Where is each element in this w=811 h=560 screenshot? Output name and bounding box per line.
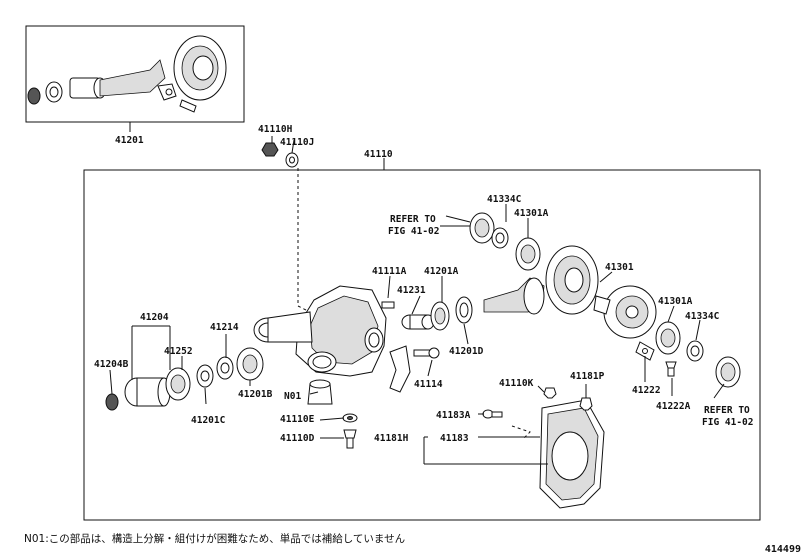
assembly-frame	[83, 169, 761, 521]
refer-bot-line2: FIG 41-02	[702, 417, 753, 428]
figure-id: 414499	[764, 544, 801, 555]
label-41231: 41231	[397, 285, 426, 296]
label-41204B: 41204B	[94, 359, 129, 370]
label-41110J: 41110J	[280, 137, 314, 148]
label-41334C-bot: 41334C	[685, 311, 720, 322]
label-41301A-top: 41301A	[514, 208, 549, 219]
label-41201-top: 41201	[115, 135, 144, 146]
label-41183: 41183	[440, 433, 469, 444]
label-41110E: 41110E	[280, 414, 315, 425]
label-41201B: 41201B	[238, 389, 273, 400]
carrier-bottom-parts	[307, 379, 358, 449]
refer-top-line1: REFER TO	[390, 214, 436, 225]
label-41334C-top: 41334C	[487, 194, 522, 205]
label-41201C: 41201C	[191, 415, 226, 426]
label-41183A: 41183A	[436, 410, 471, 421]
label-41110D: 41110D	[280, 433, 315, 444]
upper-bearing-set	[469, 212, 541, 271]
label-41110K: 41110K	[499, 378, 534, 389]
label-41181P: 41181P	[570, 371, 605, 382]
differential-case	[545, 245, 657, 339]
label-41111A: 41111A	[372, 266, 407, 277]
ring-pinion-inset	[25, 25, 245, 132]
label-41204: 41204	[140, 312, 169, 323]
label-41114: 41114	[414, 379, 443, 390]
label-N01: N01	[284, 391, 301, 402]
label-41181H: 41181H	[374, 433, 409, 444]
companion-flange-group	[105, 347, 264, 411]
label-41201A: 41201A	[424, 266, 459, 277]
rear-cover-group	[482, 387, 605, 509]
refer-bot-line1: REFER TO	[704, 405, 750, 416]
leader-lines	[109, 158, 725, 465]
refer-top-line2: FIG 41-02	[388, 226, 439, 237]
label-41301A-bot: 41301A	[658, 296, 693, 307]
pinion-bearing-train	[381, 277, 545, 331]
lower-bearing-set	[635, 321, 741, 388]
side-bracket	[389, 345, 440, 393]
label-41110H: 41110H	[258, 124, 293, 135]
label-41214: 41214	[210, 322, 239, 333]
footnote: N01:この部品は、構造上分解・組付けが困難なため、単品では補給していません	[24, 533, 406, 545]
label-41201D: 41201D	[449, 346, 484, 357]
label-41301: 41301	[605, 262, 634, 273]
carrier-housing	[253, 285, 387, 377]
label-41252: 41252	[164, 346, 193, 357]
breather-parts	[261, 136, 311, 313]
label-41222A: 41222A	[656, 401, 691, 412]
label-41222: 41222	[632, 385, 661, 396]
label-41110: 41110	[364, 149, 393, 160]
